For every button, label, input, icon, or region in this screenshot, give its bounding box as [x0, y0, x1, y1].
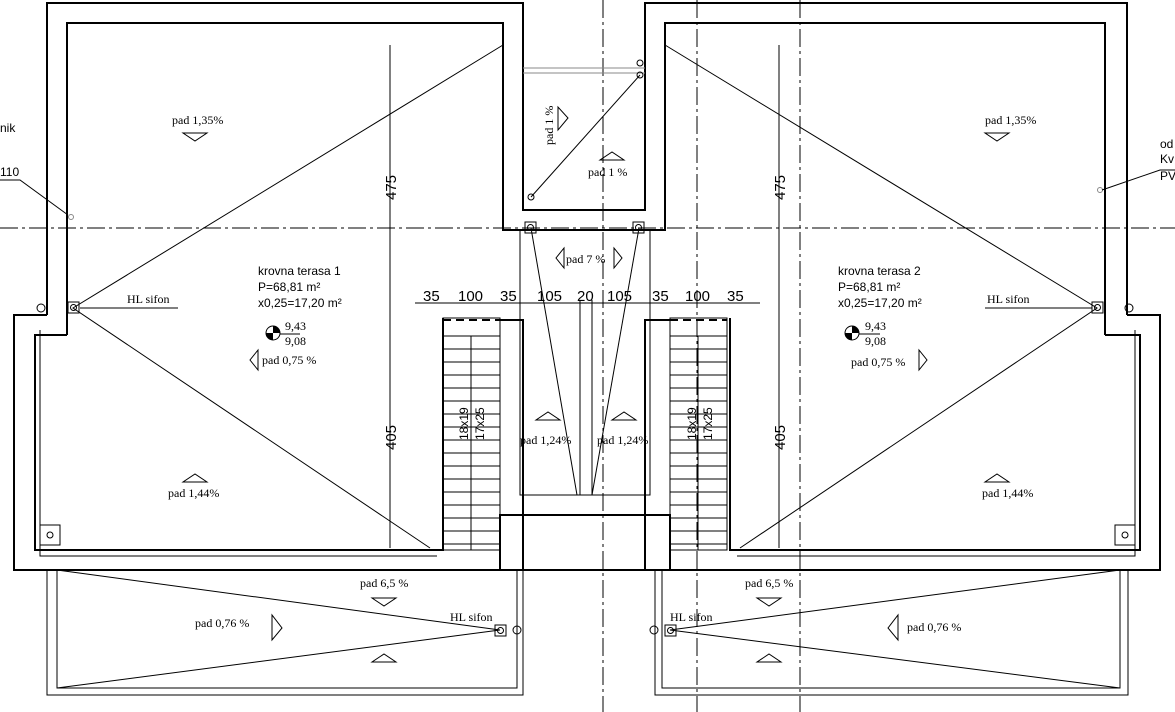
slope-label: pad 6,5 %: [745, 576, 793, 590]
slope-arrows: [181, 105, 1011, 663]
slope-label: pad 7 %: [566, 252, 605, 266]
level-top: 9,43: [285, 319, 306, 333]
level-bottom: 9,08: [285, 334, 306, 348]
dimension-475: 475: [772, 175, 789, 200]
dim-text: 105: [607, 288, 632, 305]
terrace-name: krovna terasa 2: [838, 264, 921, 278]
note-left: 110: [0, 165, 19, 179]
stair-label: 18x19: [457, 407, 471, 440]
level-bottom: 9,08: [865, 334, 886, 348]
slope-label: pad 1 %: [542, 106, 556, 145]
dim-text: 105: [537, 288, 562, 305]
slope-label: pad 0,76 %: [195, 616, 249, 630]
drainage-lines: [72, 44, 1098, 549]
slope-label: pad 1 %: [588, 165, 627, 179]
stair-label: 17x25: [473, 407, 487, 440]
terrace-reduced-area: x0,25=17,20 m²: [838, 296, 922, 310]
slope-label: pad 1,24%: [597, 433, 648, 447]
level-top: 9,43: [865, 319, 886, 333]
dimension-405: 405: [772, 425, 789, 450]
hl-sifon-label: HL sifon: [127, 292, 170, 306]
level-marker: [844, 325, 880, 341]
hl-sifon-label: HL sifon: [987, 292, 1030, 306]
hl-sifon-label: HL sifon: [670, 610, 713, 624]
balconies: [46, 569, 1129, 696]
top-dimensions: 35 100 35 105 20 105 35 100 35: [423, 288, 744, 305]
dim-text: 100: [685, 288, 710, 305]
stair-label: 17x25: [701, 407, 715, 440]
level-marker: [265, 325, 300, 341]
note-right: od: [1160, 137, 1173, 151]
dimension-475: 475: [383, 175, 400, 200]
slope-label: pad 1,24%: [520, 433, 571, 447]
dim-text: 35: [652, 288, 669, 305]
slope-label: pad 1,44%: [168, 486, 219, 500]
slope-label: pad 0,75 %: [262, 353, 316, 367]
slope-label: pad 0,76 %: [907, 620, 961, 634]
terrace-reduced-area: x0,25=17,20 m²: [258, 296, 342, 310]
dim-text: 35: [423, 288, 440, 305]
slope-label: pad 1,35%: [172, 113, 223, 127]
leader-right: [1101, 169, 1175, 191]
left-unit-walls: [13, 2, 1161, 571]
note-left: nik: [0, 121, 16, 135]
stair-label: 18x19: [685, 407, 699, 440]
hl-sifon-label: HL sifon: [450, 610, 493, 624]
note-right: PV: [1160, 169, 1175, 183]
dim-text: 20: [577, 288, 594, 305]
dim-text: 100: [458, 288, 483, 305]
slope-label: pad 1,35%: [985, 113, 1036, 127]
dimension-405: 405: [383, 425, 400, 450]
drain-symbols: [36, 59, 1136, 637]
slope-label: pad 6,5 %: [360, 576, 408, 590]
terrace-name: krovna terasa 1: [258, 264, 341, 278]
terrace-area: P=68,81 m²: [838, 280, 900, 294]
terrace-area: P=68,81 m²: [258, 280, 320, 294]
note-right: Kv: [1160, 152, 1174, 166]
leader-left: [0, 179, 69, 216]
stairs: [443, 319, 727, 550]
slope-label: pad 1,44%: [982, 486, 1033, 500]
dim-text: 35: [500, 288, 517, 305]
dim-text: 35: [727, 288, 744, 305]
slope-label: pad 0,75 %: [851, 355, 905, 369]
